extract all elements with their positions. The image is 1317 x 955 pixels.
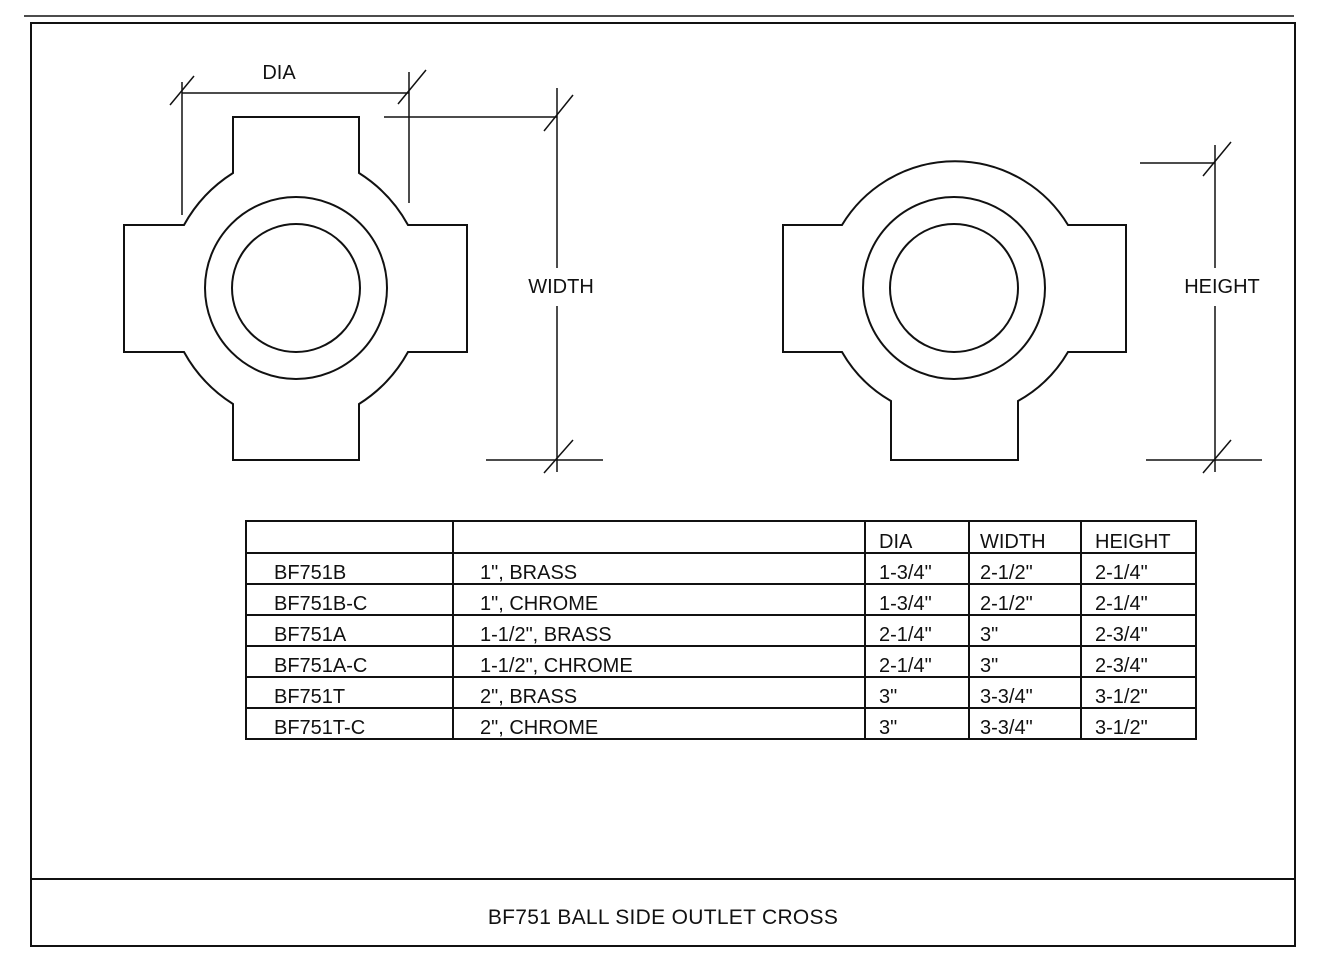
description-cell: 2", CHROME bbox=[452, 707, 866, 740]
width-cell: 3" bbox=[968, 645, 1082, 678]
model-cell: BF751T-C bbox=[245, 707, 454, 740]
height-cell: 2-1/4" bbox=[1080, 552, 1197, 585]
dia-label: DIA bbox=[262, 62, 296, 84]
dimensions-table: DIA WIDTH HEIGHT BF751B 1", BRASS 1-3/4"… bbox=[245, 520, 1197, 740]
header-height: HEIGHT bbox=[1080, 520, 1197, 554]
cross-top-view bbox=[123, 116, 468, 461]
height-cell: 3-1/2" bbox=[1080, 707, 1197, 740]
width-cell: 3-3/4" bbox=[968, 707, 1082, 740]
description-cell: 1-1/2", CHROME bbox=[452, 645, 866, 678]
height-cell: 3-1/2" bbox=[1080, 676, 1197, 709]
width-cell: 2-1/2" bbox=[968, 552, 1082, 585]
model-cell: BF751B bbox=[245, 552, 454, 585]
table-row: BF751T 2", BRASS 3" 3-3/4" 3-1/2" bbox=[245, 676, 1197, 709]
width-cell: 3-3/4" bbox=[968, 676, 1082, 709]
header-width: WIDTH bbox=[968, 520, 1082, 554]
cross-side-view bbox=[782, 160, 1127, 461]
header-model bbox=[245, 520, 454, 554]
height-cell: 2-1/4" bbox=[1080, 583, 1197, 616]
drawing-title: BF751 BALL SIDE OUTLET CROSS bbox=[487, 906, 839, 929]
table-row: BF751A 1-1/2", BRASS 2-1/4" 3" 2-3/4" bbox=[245, 614, 1197, 647]
table-row: BF751B 1", BRASS 1-3/4" 2-1/2" 2-1/4" bbox=[245, 552, 1197, 585]
dia-cell: 3" bbox=[864, 676, 970, 709]
dia-cell: 1-3/4" bbox=[864, 552, 970, 585]
model-cell: BF751T bbox=[245, 676, 454, 709]
dia-cell: 2-1/4" bbox=[864, 645, 970, 678]
height-cell: 2-3/4" bbox=[1080, 614, 1197, 647]
dia-cell: 3" bbox=[864, 707, 970, 740]
height-cell: 2-3/4" bbox=[1080, 645, 1197, 678]
height-dimension bbox=[1140, 141, 1262, 474]
width-cell: 2-1/2" bbox=[968, 583, 1082, 616]
model-cell: BF751A bbox=[245, 614, 454, 647]
height-label: HEIGHT bbox=[1184, 276, 1260, 298]
header-description bbox=[452, 520, 866, 554]
description-cell: 1", CHROME bbox=[452, 583, 866, 616]
description-cell: 1-1/2", BRASS bbox=[452, 614, 866, 647]
drawing-frame bbox=[24, 15, 1296, 947]
model-cell: BF751B-C bbox=[245, 583, 454, 616]
dia-dimension bbox=[169, 69, 427, 215]
width-cell: 3" bbox=[968, 614, 1082, 647]
dia-cell: 2-1/4" bbox=[864, 614, 970, 647]
width-dimension bbox=[384, 88, 603, 474]
width-label: WIDTH bbox=[528, 276, 594, 298]
table-row: BF751T-C 2", CHROME 3" 3-3/4" 3-1/2" bbox=[245, 707, 1197, 740]
header-dia: DIA bbox=[864, 520, 970, 554]
table-row: BF751A-C 1-1/2", CHROME 2-1/4" 3" 2-3/4" bbox=[245, 645, 1197, 678]
description-cell: 1", BRASS bbox=[452, 552, 866, 585]
table-header-row: DIA WIDTH HEIGHT bbox=[245, 520, 1197, 554]
description-cell: 2", BRASS bbox=[452, 676, 866, 709]
table-row: BF751B-C 1", CHROME 1-3/4" 2-1/2" 2-1/4" bbox=[245, 583, 1197, 616]
dia-cell: 1-3/4" bbox=[864, 583, 970, 616]
model-cell: BF751A-C bbox=[245, 645, 454, 678]
